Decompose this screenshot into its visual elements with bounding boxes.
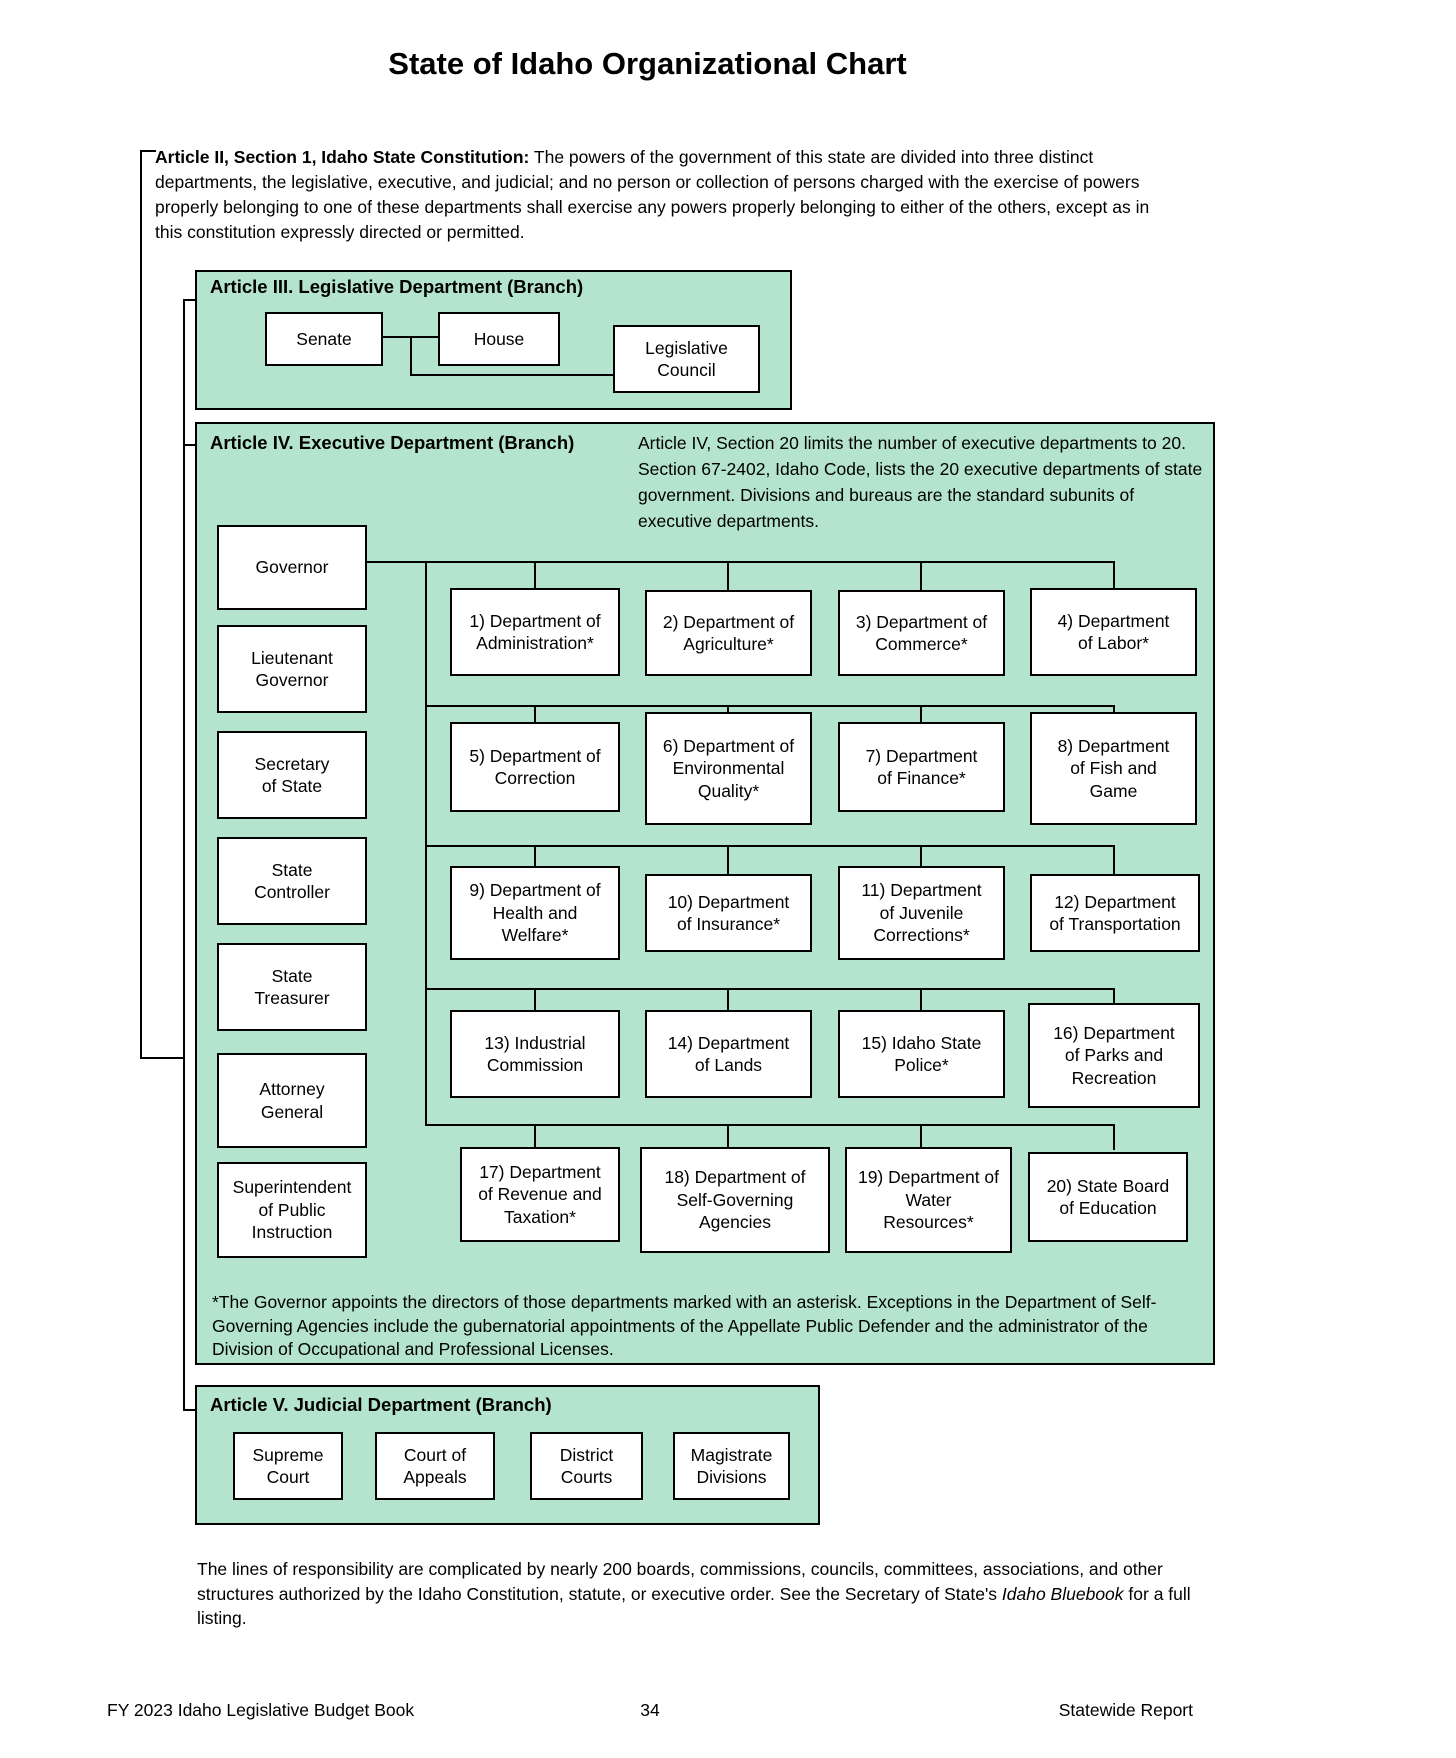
connector-line	[183, 299, 197, 301]
closing-italic: Idaho Bluebook	[1001, 1583, 1124, 1604]
department-box-6: 6) Department of Environmental Quality*	[645, 712, 812, 825]
connector-line	[425, 561, 427, 1126]
closing-text2: for a full listing.	[197, 1583, 1191, 1629]
connector-line	[727, 845, 729, 877]
connector-line	[727, 1124, 729, 1150]
department-box-1: 1) Department of Administration*	[450, 588, 620, 676]
connector-line	[183, 1409, 197, 1411]
court-box-district-courts: District Courts	[530, 1432, 643, 1500]
officer-box-state-treasurer: State Treasurer	[217, 943, 367, 1031]
connector-line	[140, 150, 142, 1059]
connector-line	[425, 988, 1115, 990]
connector-line	[727, 988, 729, 1014]
connector-line	[410, 336, 412, 376]
connector-line	[1113, 561, 1115, 591]
article5-title: Article V. Judicial Department (Branch)	[210, 1394, 552, 1415]
officer-box-superintendent: Superintendent of Public Instruction	[217, 1162, 367, 1258]
article4-note: Article IV, Section 20 limits the number…	[638, 433, 1203, 531]
senate-box: Senate	[265, 312, 383, 366]
connector-line	[534, 845, 536, 877]
officer-box-lieutenant-governor: Lieutenant Governor	[217, 625, 367, 713]
article4-title: Article IV. Executive Department (Branch…	[210, 432, 575, 453]
department-box-20: 20) State Board of Education	[1028, 1152, 1188, 1242]
footer-left: FY 2023 Idaho Legislative Budget Book	[107, 1700, 415, 1720]
department-box-10: 10) Department of Insurance*	[645, 874, 812, 952]
article4-footnote: *The Governor appoints the directors of …	[212, 1292, 1157, 1359]
connector-line	[920, 845, 922, 877]
connector-line	[534, 988, 536, 1014]
department-box-15: 15) Idaho State Police*	[838, 1010, 1005, 1098]
connector-line	[727, 561, 729, 591]
court-box-court-of-appeals: Court of Appeals	[375, 1432, 495, 1500]
department-box-7: 7) Department of Finance*	[838, 722, 1005, 812]
article2-paragraph: Article II, Section 1, Idaho State Const…	[155, 145, 1160, 245]
connector-line	[1113, 988, 1115, 1014]
department-box-19: 19) Department of Water Resources*	[845, 1147, 1012, 1253]
connector-line	[1113, 845, 1115, 877]
department-box-3: 3) Department of Commerce*	[838, 590, 1005, 676]
connector-line	[140, 1057, 185, 1059]
connector-line	[140, 150, 156, 152]
connector-line	[425, 1124, 1115, 1126]
connector-line	[534, 705, 536, 725]
article2-lead: Article II, Section 1, Idaho State Const…	[155, 147, 530, 167]
connector-line	[534, 1124, 536, 1150]
connector-line	[920, 1124, 922, 1150]
connector-line	[920, 988, 922, 1014]
connector-line	[1113, 1124, 1115, 1150]
department-box-8: 8) Department of Fish and Game	[1030, 712, 1197, 825]
department-box-17: 17) Department of Revenue and Taxation*	[460, 1147, 620, 1242]
department-box-12: 12) Department of Transportation	[1030, 874, 1200, 952]
department-box-2: 2) Department of Agriculture*	[645, 590, 812, 676]
department-box-18: 18) Department of Self-Governing Agencie…	[640, 1147, 830, 1253]
department-box-5: 5) Department of Correction	[450, 722, 620, 812]
footer-page-number: 34	[640, 1700, 660, 1720]
connector-line	[410, 374, 615, 376]
court-box-supreme-court: Supreme Court	[233, 1432, 343, 1500]
connector-line	[534, 561, 536, 591]
article2-text: The powers of the government of this sta…	[155, 147, 1150, 242]
house-box: House	[438, 312, 560, 366]
legislative-council-box: Legislative Council	[613, 325, 760, 393]
officer-box-governor: Governor	[217, 525, 367, 610]
connector-line	[920, 705, 922, 725]
department-box-9: 9) Department of Health and Welfare*	[450, 866, 620, 960]
officer-box-state-controller: State Controller	[217, 837, 367, 925]
connector-line	[183, 299, 185, 1411]
footer-right: Statewide Report	[1058, 1700, 1193, 1720]
officer-box-secretary-of-state: Secretary of State	[217, 731, 367, 819]
connector-line	[367, 561, 1115, 563]
department-box-13: 13) Industrial Commission	[450, 1010, 620, 1098]
connector-line	[183, 444, 197, 446]
article3-title: Article III. Legislative Department (Bra…	[210, 276, 584, 297]
court-box-magistrate-divisions: Magistrate Divisions	[673, 1432, 790, 1500]
department-box-14: 14) Department of Lands	[645, 1010, 812, 1098]
closing-text1: The lines of responsibility are complica…	[197, 1559, 1163, 1604]
closing-paragraph: The lines of responsibility are complica…	[197, 1557, 1197, 1631]
page-title: State of Idaho Organizational Chart	[388, 46, 907, 81]
connector-line	[425, 845, 1115, 847]
officer-box-attorney-general: Attorney General	[217, 1053, 367, 1148]
department-box-4: 4) Department of Labor*	[1030, 588, 1197, 676]
connector-line	[425, 705, 1115, 707]
department-box-16: 16) Department of Parks and Recreation	[1028, 1003, 1200, 1108]
connector-line	[920, 561, 922, 591]
department-box-11: 11) Department of Juvenile Corrections*	[838, 866, 1005, 960]
